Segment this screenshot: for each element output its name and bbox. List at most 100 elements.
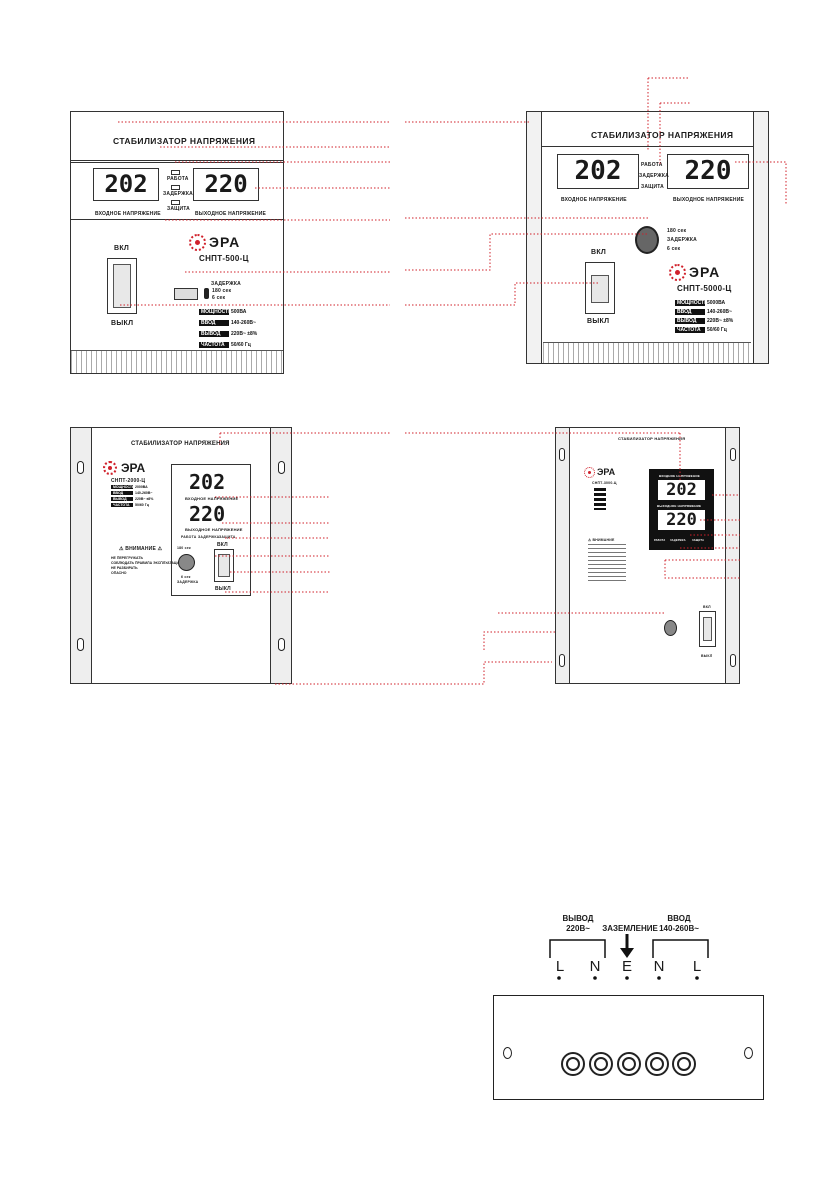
terminal-screw-n-in[interactable]	[645, 1052, 669, 1076]
mount-hole-icon	[559, 448, 565, 461]
warning-title-text: ВНИМАНИЕ	[125, 546, 157, 552]
terminal-screw-l-out[interactable]	[561, 1052, 585, 1076]
output-voltage-display: 220	[667, 154, 749, 189]
terminal-screw-l-in[interactable]	[672, 1052, 696, 1076]
stabilizer-2000-panel: СТАБИЛИЗАТОР НАПРЯЖЕНИЯ ЭРА СНПТ-2000-Ц …	[70, 427, 292, 684]
stabilizer-3000-panel: СТАБИЛИЗАТОР НАПРЯЖЕНИЯ ЭРА СНПТ-3000-Ц …	[555, 427, 740, 684]
output-voltage-label: ВЫХОДНОЕ НАПРЯЖЕНИЕ	[195, 211, 267, 217]
power-switch[interactable]	[214, 549, 234, 582]
indicator-delay-led	[171, 185, 180, 190]
warning-title: ⚠ ВНИМАНИЕ ⚠	[119, 546, 163, 552]
era-logo-icon	[103, 461, 117, 475]
spec-block	[594, 488, 606, 510]
indicator-protect-label: ЗАЩИТА	[692, 539, 705, 542]
input-voltage-display: 202	[557, 154, 639, 189]
output-voltage-display: 220	[189, 502, 226, 526]
delay-knob[interactable]	[635, 226, 659, 254]
power-switch[interactable]	[699, 611, 716, 647]
terminal-letter-l-in: L	[692, 958, 702, 975]
warning-item: ОПАСНО	[111, 571, 127, 575]
indicator-work-label: РАБОТА	[654, 539, 666, 542]
input-voltage-display: 202	[93, 168, 159, 201]
panel-title: СТАБИЛИЗАТОР НАПРЯЖЕНИЯ	[113, 136, 256, 146]
power-switch[interactable]	[107, 258, 137, 314]
control-panel	[171, 464, 251, 596]
ventilation-grille	[543, 342, 751, 363]
switch-off-label: ВЫКЛ	[215, 586, 231, 592]
indicator-protect-led	[171, 200, 180, 205]
warning-list: НЕ ПЕРЕГРУЖАТЬ СОБЛЮДАТЬ ПРАВИЛА ЭКСПЛУА…	[111, 556, 182, 576]
switch-off-label: ВЫКЛ	[111, 320, 134, 327]
delay-label: ЗАДЕРЖКА	[667, 237, 697, 243]
input-voltage-label: ВХОДНОЕ НАПРЯЖЕНИЕ	[561, 197, 627, 203]
side-bracket-right	[725, 428, 739, 683]
indicator-work-label: РАБОТА	[641, 162, 663, 168]
terminal-screw-n-out[interactable]	[589, 1052, 613, 1076]
mount-hole-icon	[730, 654, 736, 667]
delay-long-label: 180 сек	[177, 546, 191, 550]
brand-name: ЭРА	[689, 264, 721, 280]
input-voltage-label: ВХОДНОЕ НАПРЯЖЕНИЕ	[185, 496, 239, 501]
mount-hole-icon	[278, 461, 285, 474]
model-name: СНПТ-500-Ц	[199, 254, 249, 263]
indicator-delay-label: ЗАДЕРЖКА	[670, 539, 686, 542]
warning-title-text: ВНИМАНИЕ	[592, 538, 615, 542]
output-voltage-display: 220	[193, 168, 259, 201]
brand-name: ЭРА	[121, 461, 146, 475]
switch-on-label: ВКЛ	[591, 249, 607, 256]
power-switch[interactable]	[585, 262, 615, 314]
brand-name: ЭРА	[597, 467, 616, 477]
brand-name: ЭРА	[209, 234, 241, 250]
plate-mount-hole-left	[503, 1047, 512, 1059]
indicator-work-label: РАБОТА	[181, 535, 197, 539]
delay-long-label: 180 сек	[212, 288, 232, 294]
model-name: СНПТ-2000-Ц	[111, 478, 146, 484]
warning-item: НЕ ПЕРЕГРУЖАТЬ	[111, 556, 143, 560]
input-terminal-label: ВВОД 140-260В~	[659, 914, 699, 933]
mount-hole-icon	[730, 448, 736, 461]
panel-title: СТАБИЛИЗАТОР НАПРЯЖЕНИЯ	[591, 130, 734, 140]
warning-list	[588, 544, 626, 582]
indicator-protect-label: ЗАЩИТА	[219, 535, 236, 539]
panel-top-band	[71, 112, 283, 161]
era-logo-icon	[584, 467, 595, 478]
panel-title: СТАБИЛИЗАТОР НАПРЯЖЕНИЯ	[618, 436, 686, 441]
terminal-screw-e[interactable]	[617, 1052, 641, 1076]
panel-title: СТАБИЛИЗАТОР НАПРЯЖЕНИЯ	[131, 441, 230, 447]
indicator-work-led	[171, 170, 180, 175]
output-terminal-label: ВЫВОД 220В~	[562, 914, 594, 933]
input-voltage-display: 202	[658, 480, 705, 500]
plate-mount-hole-right	[744, 1047, 753, 1059]
input-voltage-display: 202	[189, 470, 226, 494]
ground-terminal-label: ЗАЗЕМЛЕНИЕ	[602, 924, 658, 933]
delay-knob[interactable]	[664, 620, 677, 636]
era-logo-icon	[669, 264, 686, 281]
delay-toggle-icon	[204, 288, 209, 299]
ventilation-grille	[71, 350, 283, 373]
indicator-delay-label: ЗАДЕРЖКА	[163, 191, 193, 197]
side-panel-left	[527, 112, 542, 363]
delay-knob[interactable]	[178, 554, 195, 571]
side-panel-right	[753, 112, 768, 363]
switch-off-label: ВЫКЛ	[701, 654, 713, 658]
delay-short-label: 6 сек	[667, 246, 681, 252]
stabilizer-5000-panel: СТАБИЛИЗАТОР НАПРЯЖЕНИЯ 202 220 РАБОТА З…	[526, 111, 769, 364]
output-voltage-label: ВЫХОДНОЕ НАПРЯЖЕНИЕ	[185, 527, 243, 532]
delay-selector-button[interactable]	[174, 288, 198, 300]
era-logo-icon	[189, 234, 206, 251]
warning-title: ⚠ ВНИМАНИЕ	[588, 538, 615, 542]
model-name: СНПТ-5000-Ц	[677, 284, 732, 293]
side-bracket-left	[556, 428, 570, 683]
output-voltage-label: ВЫХОДНОЕ НАПРЯЖЕНИЕ	[657, 504, 702, 508]
terminal-letter-l-out: L	[555, 958, 565, 975]
